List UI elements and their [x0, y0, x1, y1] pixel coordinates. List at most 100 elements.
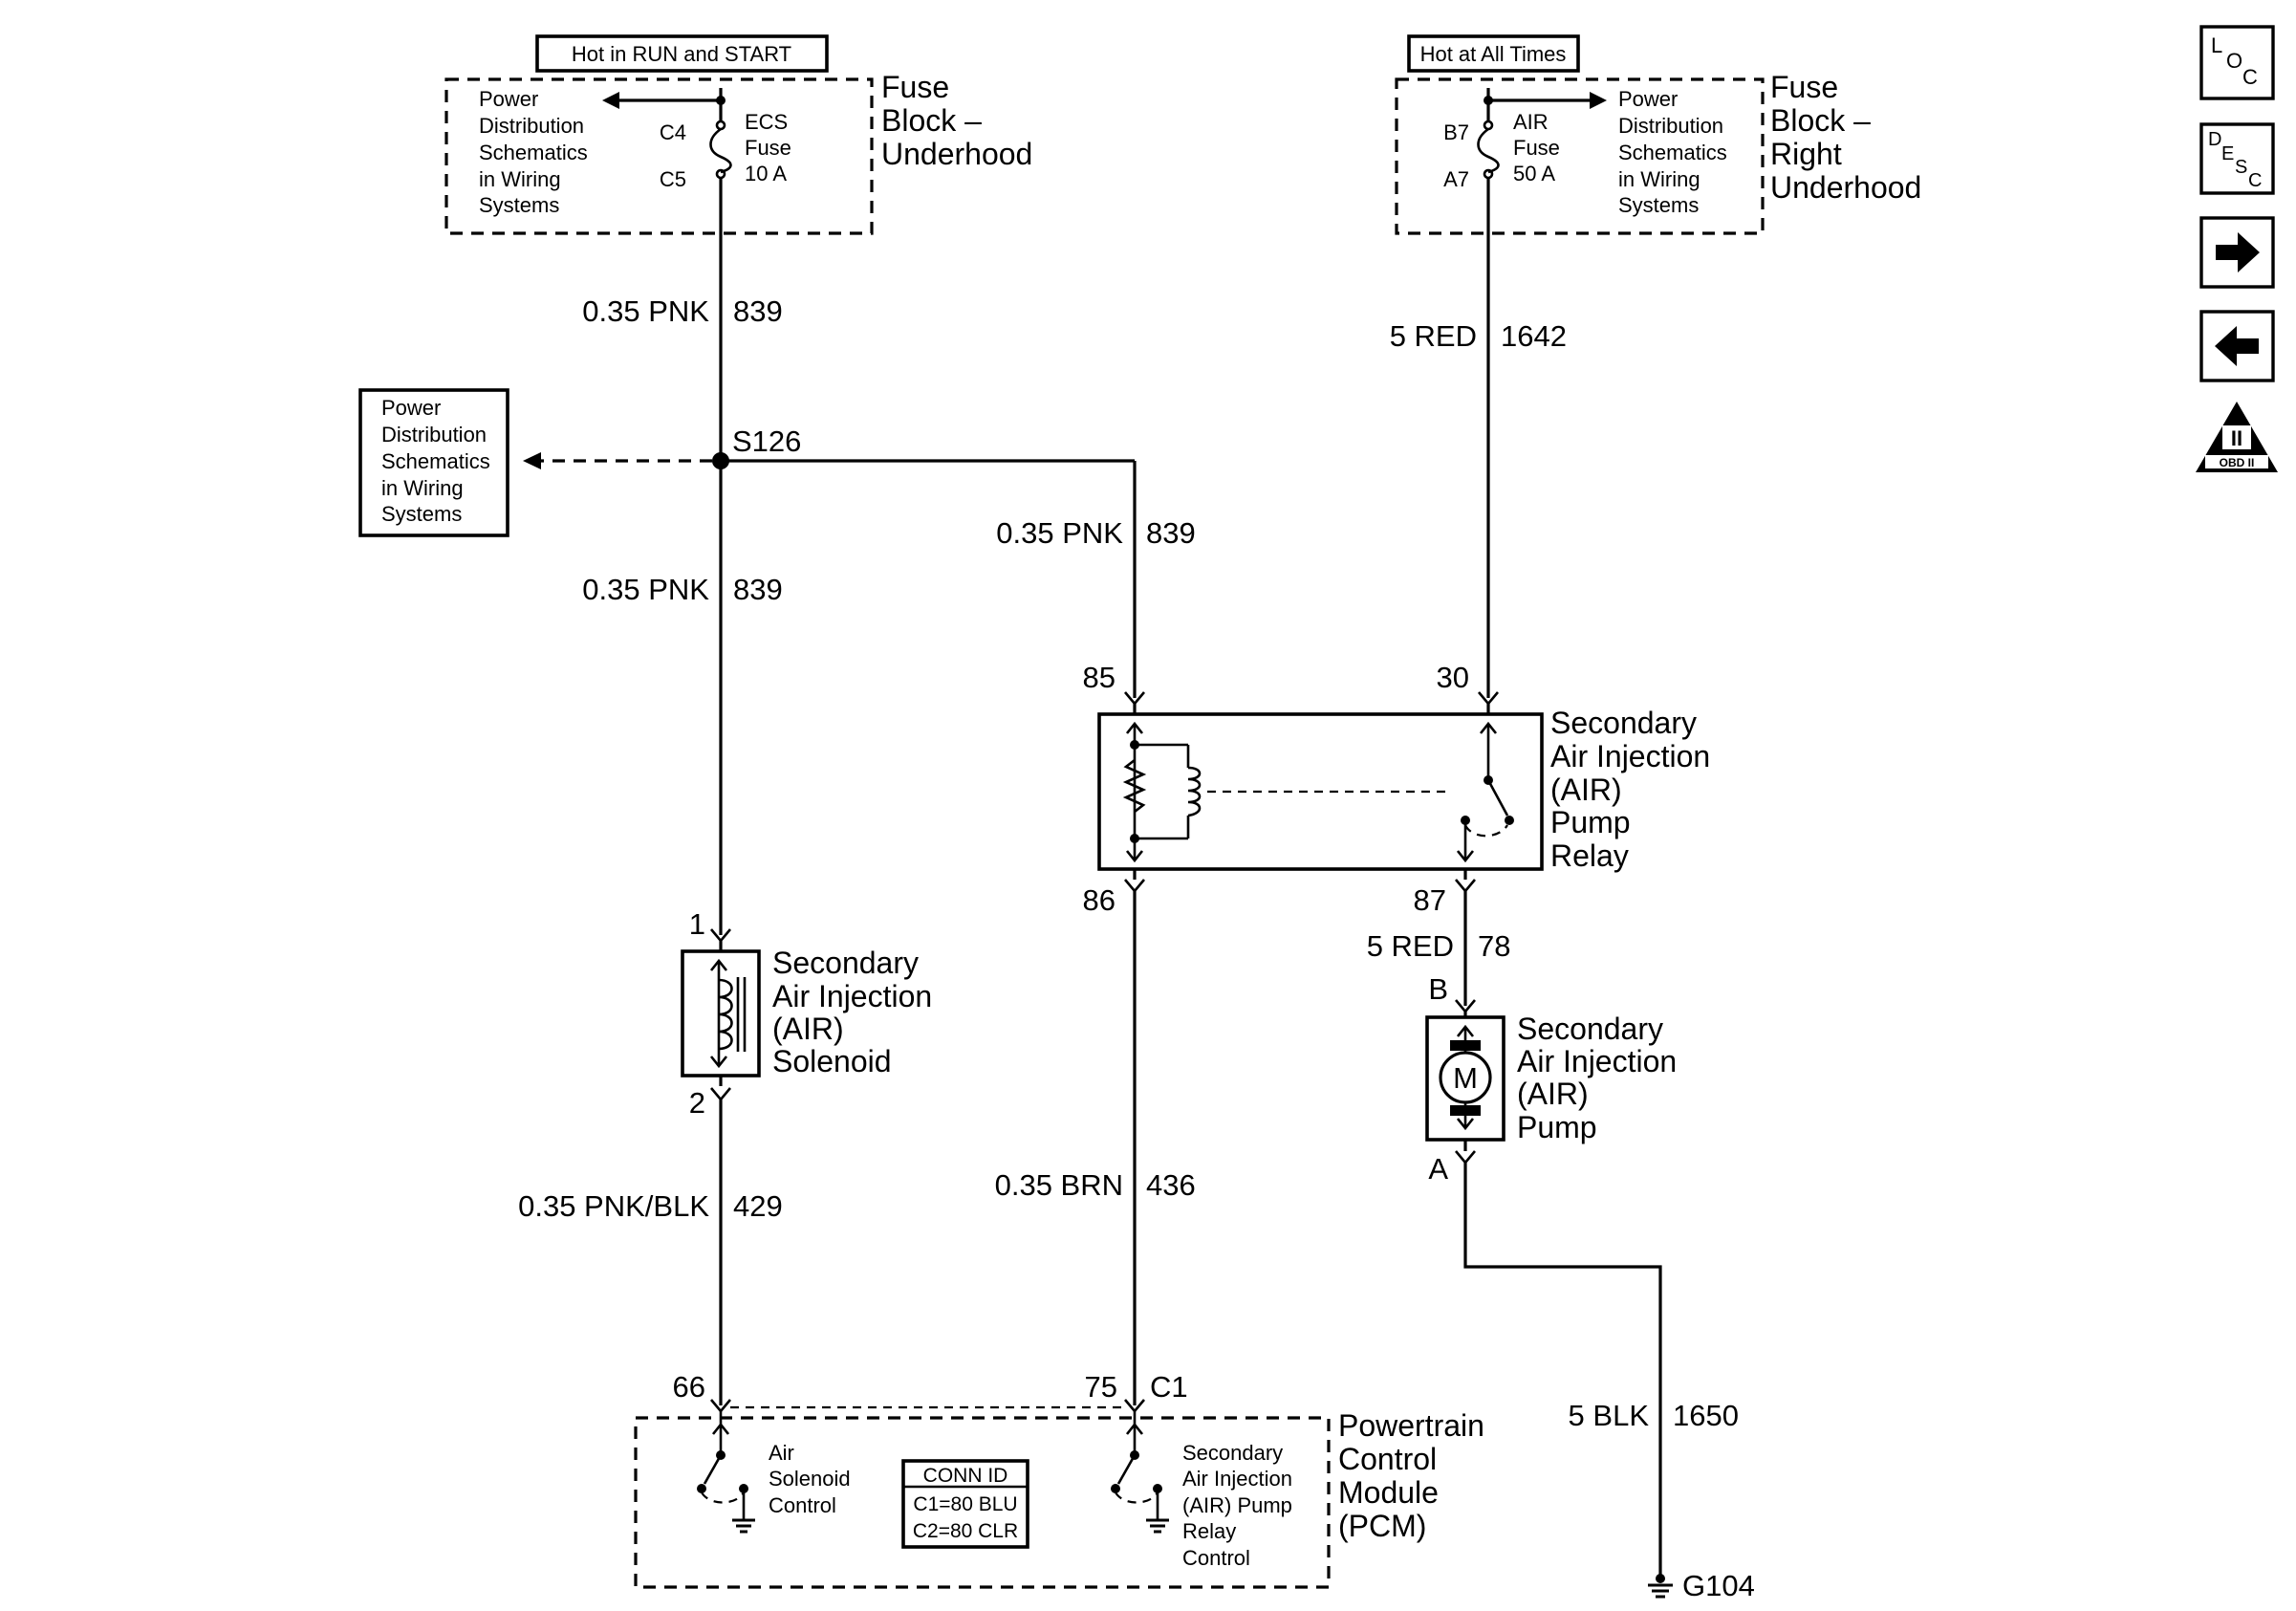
ground-g104: G104 [1682, 1569, 1755, 1602]
pump-pin-b: B [1428, 972, 1448, 1006]
hot-run-start-label-box [535, 34, 829, 73]
wire-w5-circuit: 429 [733, 1189, 783, 1223]
splice-s126-label: S126 [732, 425, 801, 458]
air-pump-circuit: 5 RED 78 B M Secondary Air Injection (AI… [1367, 891, 1755, 1602]
air-fuse-line-3: 50 A [1513, 162, 1555, 185]
fuse-icon [1477, 127, 1500, 174]
ecs-fuse-line-1: ECS [745, 110, 788, 134]
wire-1650 [1463, 1163, 1662, 1576]
pcm-right-line-5: Control [1182, 1546, 1250, 1570]
resistor-icon [1122, 758, 1147, 814]
wire-w4-circuit: 1642 [1501, 319, 1567, 353]
motor-icon [1439, 1051, 1492, 1104]
arrow-right-icon [1590, 92, 1607, 109]
desc-letter-e: E [2221, 143, 2234, 164]
arrow-right-icon [2216, 232, 2260, 272]
conn-id-title: CONN ID [923, 1465, 1008, 1487]
fbu-ref-line-5: Systems [479, 193, 559, 217]
solenoid-circuit: S126 0.35 PNK 839 0.35 PNK 839 Power Dis… [358, 177, 932, 1405]
pcm-name-line-3: Module [1338, 1475, 1439, 1510]
pcm-left-line-2: Solenoid [769, 1467, 851, 1491]
wire-w1-gauge: 0.35 PNK [582, 294, 709, 328]
fbr-ref-line-3: Schematics [1618, 141, 1727, 164]
air-fuse-line-2: Fuse [1513, 136, 1560, 160]
pcm-outline [634, 1416, 1331, 1589]
fbu-ref-line-3: Schematics [479, 141, 588, 164]
side-ref-line-5: Systems [381, 502, 462, 526]
loc-letter-l: L [2211, 33, 2222, 57]
relay-pin-87: 87 [1414, 883, 1446, 917]
coil-icon [1187, 766, 1202, 817]
coil-icon [718, 978, 733, 1051]
solenoid-name-line-4: Solenoid [772, 1044, 892, 1078]
fbr-name-line-3: Right [1770, 137, 1842, 171]
solenoid-name-line-3: (AIR) [772, 1012, 844, 1046]
fbr-pin-a7: A7 [1443, 167, 1469, 191]
wire-w7-gauge: 5 RED [1367, 929, 1454, 963]
fbr-ref-line-4: in Wiring [1618, 167, 1700, 191]
relay-name-line-1: Secondary [1550, 706, 1697, 740]
fbr-ref-line-5: Systems [1618, 193, 1699, 217]
pcm-name-line-1: Powertrain [1338, 1408, 1484, 1443]
wire-w2-gauge: 0.35 PNK [996, 516, 1123, 550]
relay-pin-86: 86 [1083, 883, 1116, 917]
relay-name-line-4: Pump [1550, 805, 1631, 839]
side-ref-line-2: Distribution [381, 423, 487, 446]
obd-ii-button[interactable]: II OBD II [2196, 402, 2278, 472]
ground-icon [1648, 1583, 1673, 1599]
pcm-right-line-3: (AIR) Pump [1182, 1493, 1292, 1517]
fbr-name-line-2: Block – [1770, 103, 1871, 138]
side-ref-line-1: Power [381, 396, 441, 420]
fbr-ref-line-1: Power [1618, 87, 1678, 111]
conn-id-box [901, 1459, 1029, 1549]
prev-page-button[interactable] [2199, 310, 2275, 382]
fbr-name-line-1: Fuse [1770, 70, 1838, 104]
loc-letter-o: O [2226, 49, 2242, 73]
pcm: 66 75 C1 Air Solenoid Control CONN ID C1… [634, 1370, 1484, 1589]
wire-w8-gauge: 5 BLK [1569, 1399, 1650, 1432]
side-ref-line-4: in Wiring [381, 476, 464, 500]
loc-letter-c: C [2242, 65, 2258, 89]
wire-w1-circuit: 839 [733, 294, 783, 328]
obd-numeral: II [2231, 426, 2242, 450]
fbr-name-line-4: Underhood [1770, 170, 1921, 205]
fuse-block-underhood-outline [444, 77, 874, 235]
pcm-left-switch [703, 1454, 723, 1485]
air-fuse-line-1: AIR [1513, 110, 1549, 134]
arrow-left-icon [602, 92, 619, 109]
wire-w2-circuit: 839 [1146, 516, 1196, 550]
wire-w6-gauge: 0.35 BRN [995, 1168, 1123, 1202]
relay-name-line-3: (AIR) [1550, 773, 1622, 807]
solenoid-name-line-1: Secondary [772, 946, 919, 980]
relay-power-circuit: 5 RED 1642 30 [1390, 177, 1567, 707]
fuse-block-right-outline [1395, 77, 1765, 235]
loc-button[interactable]: L O C [2199, 25, 2275, 100]
fbu-pin-c5: C5 [660, 167, 686, 191]
desc-letter-c: C [2248, 170, 2262, 191]
conn-id-c2: C2=80 CLR [913, 1520, 1018, 1542]
pcm-name-line-2: Control [1338, 1442, 1437, 1476]
fbu-name-line-2: Block – [881, 103, 982, 138]
desc-button[interactable]: D E S C [2199, 122, 2275, 195]
ground-icon [1146, 1518, 1169, 1534]
pcm-pin-75: 75 [1085, 1370, 1117, 1404]
ground-icon [732, 1518, 755, 1534]
wire-w8-circuit: 1650 [1673, 1399, 1739, 1432]
pump-name-line-3: (AIR) [1517, 1077, 1589, 1111]
next-page-button[interactable] [2199, 216, 2275, 289]
arrow-left-icon [523, 452, 541, 469]
fuse-icon [709, 127, 732, 174]
wire-w4-gauge: 5 RED [1390, 319, 1477, 353]
pcm-right-line-2: Air Injection [1182, 1467, 1292, 1491]
pump-pin-a: A [1428, 1152, 1448, 1186]
fbu-ref-line-1: Power [479, 87, 538, 111]
motor-symbol: M [1453, 1061, 1478, 1095]
fuse-block-underhood: Hot in RUN and START Power Distribution … [444, 34, 1032, 235]
hot-all-times-label-box [1407, 34, 1580, 73]
ecs-fuse-line-3: 10 A [745, 162, 787, 185]
pump-name-line-1: Secondary [1517, 1012, 1663, 1046]
relay-name-line-2: Air Injection [1550, 739, 1710, 773]
conn-id-c1: C1=80 BLU [913, 1493, 1017, 1515]
fbu-ref-line-2: Distribution [479, 114, 584, 138]
